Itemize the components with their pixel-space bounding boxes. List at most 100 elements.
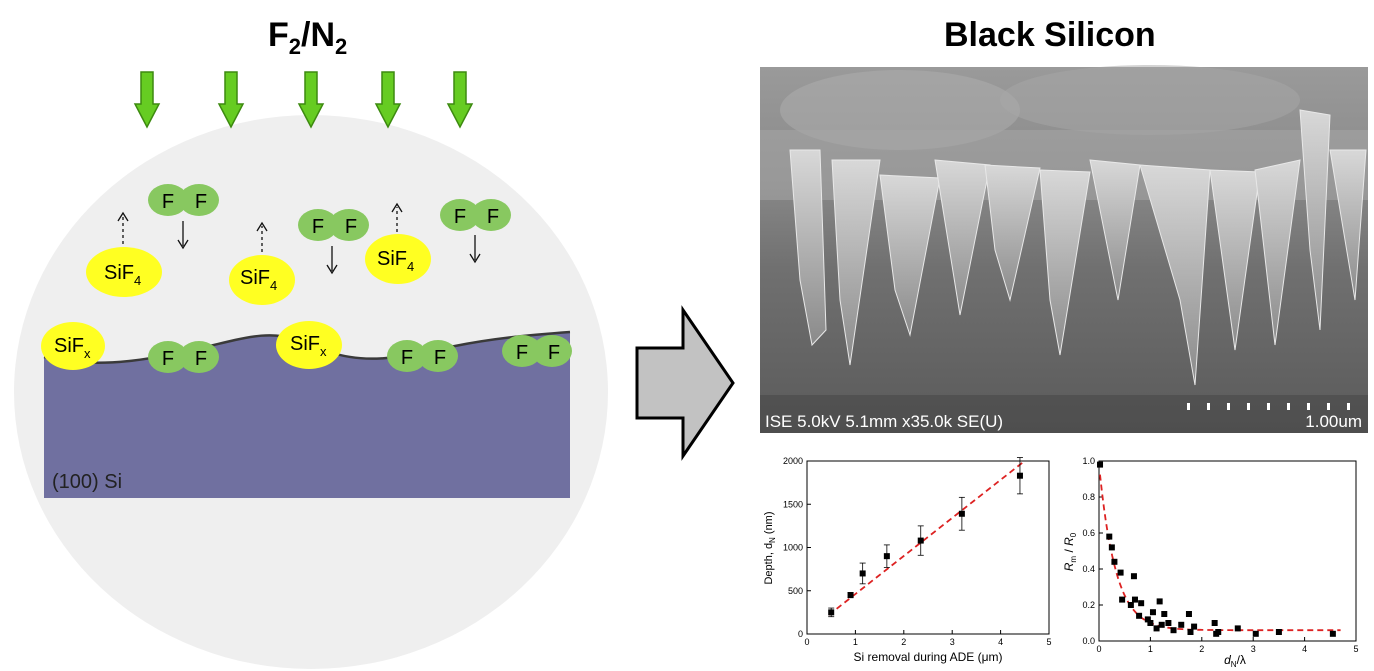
svg-text:F: F: [312, 216, 324, 238]
y-tick-label: 0.8: [1082, 492, 1095, 502]
svg-text:F: F: [434, 347, 446, 369]
sif4-molecule: SiF4: [86, 247, 162, 297]
data-point: [958, 510, 965, 517]
data-point: [1108, 544, 1115, 551]
data-point: [883, 553, 890, 560]
svg-text:SiFx: SiFx: [290, 333, 327, 359]
x-tick-label: 0: [1096, 644, 1101, 654]
gas-arrow: [446, 71, 474, 129]
data-point: [1191, 623, 1198, 630]
data-point: [1138, 600, 1145, 607]
x-tick-label: 5: [1353, 644, 1358, 654]
sifx-surface-species: SiFx: [276, 321, 342, 369]
x-tick-label: 1: [853, 637, 858, 647]
data-point: [847, 592, 854, 599]
x-tick-label: 4: [1302, 644, 1307, 654]
etching-diagram: (100) Si F F F F F F F F F F: [14, 71, 608, 669]
adsorption-arrows: [177, 221, 481, 275]
chart1-frame: [806, 460, 1050, 635]
gas-arrow: [133, 71, 161, 129]
svg-text:F: F: [345, 216, 357, 238]
data-point: [1158, 621, 1165, 628]
svg-text:F: F: [401, 347, 413, 369]
data-point: [1097, 461, 1104, 468]
data-point: [1275, 629, 1282, 635]
gas-arrow: [217, 71, 245, 129]
data-point: [1144, 616, 1151, 623]
y-tick-label: 0.2: [1082, 600, 1095, 610]
data-point: [1111, 558, 1118, 565]
svg-text:F: F: [548, 342, 560, 364]
surface-f2-molecule: F F: [387, 340, 458, 372]
data-point: [1165, 620, 1172, 626]
sem-caption-right: 1.00um: [1305, 412, 1362, 431]
svg-text:F: F: [516, 342, 528, 364]
y-tick-label: 1500: [783, 499, 803, 509]
sem-caption-left: ISE 5.0kV 5.1mm x35.0k SE(U): [765, 412, 1003, 431]
data-point: [1187, 629, 1194, 635]
data-point: [1131, 596, 1138, 603]
x-tick-label: 2: [901, 637, 906, 647]
gas-arrow: [374, 71, 402, 129]
x-tick-label: 2: [1199, 644, 1204, 654]
y-tick-label: 0: [798, 629, 803, 639]
data-point: [1178, 621, 1185, 628]
data-point: [1234, 625, 1241, 632]
data-point: [1252, 630, 1259, 637]
silicon-substrate: [44, 332, 570, 498]
svg-text:SiF4: SiF4: [240, 267, 277, 293]
desorption-arrows: [117, 202, 403, 252]
x-tick-label: 4: [998, 637, 1003, 647]
svg-text:F: F: [162, 191, 174, 213]
svg-text:F: F: [487, 206, 499, 228]
sif4-molecule: SiF4: [229, 255, 295, 305]
y-tick-label: 2000: [783, 456, 803, 466]
data-point: [1170, 627, 1177, 634]
x-tick-label: 1: [1148, 644, 1153, 654]
svg-text:F: F: [162, 348, 174, 370]
data-point: [1136, 612, 1143, 619]
left-title: F2/N2: [268, 16, 348, 59]
data-point: [1117, 569, 1124, 576]
data-point: [828, 609, 835, 616]
svg-text:SiF4: SiF4: [377, 248, 414, 274]
data-point: [1106, 533, 1113, 540]
data-point: [1130, 573, 1137, 580]
data-point: [1016, 472, 1023, 479]
data-point: [1147, 620, 1154, 626]
y-tick-label: 0.6: [1082, 528, 1095, 538]
process-arrow: [635, 305, 735, 461]
svg-text:F: F: [195, 191, 207, 213]
svg-text:F: F: [454, 206, 466, 228]
sifx-surface-species: SiFx: [41, 322, 105, 370]
x-tick-label: 5: [1046, 637, 1051, 647]
f2-molecule: F F: [298, 209, 369, 241]
surface-f2-molecule: F F: [502, 335, 572, 367]
chart2-xlabel: dN/λ: [1224, 653, 1246, 669]
data-point: [1149, 609, 1156, 616]
data-point: [859, 570, 866, 577]
substrate-label: (100) Si: [52, 471, 122, 493]
y-tick-label: 1.0: [1082, 456, 1095, 466]
sem-image: ISE 5.0kV 5.1mm x35.0k SE(U) 1.00um: [760, 65, 1368, 433]
data-point: [1329, 630, 1336, 637]
fit-line: [828, 462, 1023, 616]
fit-line: [1099, 474, 1341, 632]
y-tick-label: 0.0: [1082, 636, 1095, 646]
sif4-molecule: SiF4: [365, 234, 431, 284]
chart1-ylabel: Depth, dN (nm): [763, 511, 777, 584]
f2-molecule: F F: [148, 184, 219, 216]
data-point: [1153, 625, 1160, 632]
data-point: [1119, 596, 1126, 603]
x-tick-label: 0: [804, 637, 809, 647]
svg-text:SiF4: SiF4: [104, 262, 141, 288]
data-point: [1211, 620, 1218, 626]
data-point: [1127, 602, 1134, 608]
x-tick-label: 3: [950, 637, 955, 647]
chart1-xlabel: Si removal during ADE (μm): [854, 650, 1003, 664]
y-tick-label: 0.4: [1082, 564, 1095, 574]
data-point: [1185, 611, 1192, 617]
gas-arrow: [297, 71, 325, 129]
data-point: [1161, 611, 1168, 617]
scale-bar-ticks: [1187, 403, 1350, 410]
